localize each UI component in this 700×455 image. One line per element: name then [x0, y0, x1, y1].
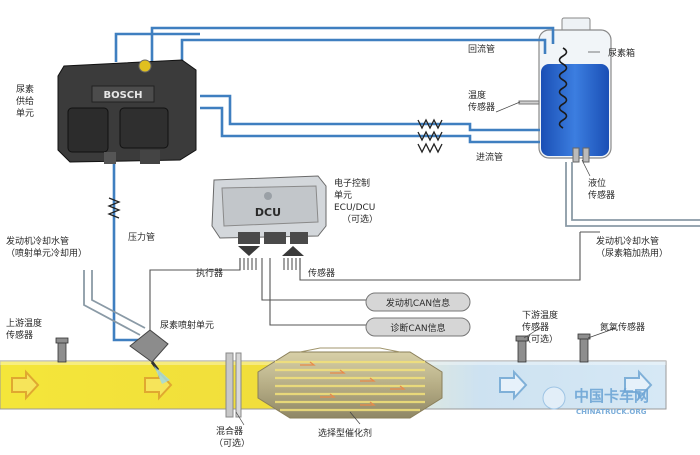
- mixer-label-1: 混合器: [216, 425, 243, 437]
- catalyst-label: 选择型催化剂: [318, 427, 372, 439]
- upstream-temp-label-2: 传感器: [6, 329, 33, 341]
- downstream-temp-label-1: 下游温度: [522, 309, 558, 321]
- temp-sensor-label-2: 传感器: [468, 101, 495, 113]
- supply-unit-label-3: 单元: [16, 107, 34, 119]
- inlet-pipe-label: 进流管: [476, 151, 503, 163]
- ecu-label-1: 电子控制: [334, 177, 370, 189]
- svg-text:发动机冷却水管（尿素箱加热用）: 发动机冷却水管（尿素箱加热用）: [596, 235, 668, 259]
- level-sensor-label-2: 传感器: [588, 189, 615, 201]
- watermark-cn: 中国卡车网: [574, 387, 649, 405]
- urea-supply-unit: BOSCH: [57, 59, 197, 164]
- urea-tank-label: 尿素箱: [608, 47, 635, 59]
- supply-unit-label-1: 尿素: [16, 83, 34, 95]
- urea-injection-unit: [129, 329, 170, 384]
- downstream-temp-label-2: 传感器: [522, 321, 549, 333]
- svg-text:上游温度传感器: 上游温度传感器: [6, 317, 42, 341]
- watermark: 中国卡车网 CHINATRUCK.ORG: [542, 386, 649, 416]
- actuator-label: 执行器: [196, 267, 223, 279]
- can-diag-bubble: 诊断CAN信息: [365, 317, 471, 337]
- return-pipe-label: 回流管: [468, 43, 495, 55]
- svg-text:液位传感器: 液位传感器: [588, 177, 615, 201]
- temp-sensor-label-1: 温度: [468, 89, 486, 101]
- exhaust-sensors: [55, 333, 591, 363]
- svg-text:发动机冷却水管（喷射单元冷却用）: 发动机冷却水管（喷射单元冷却用）: [6, 235, 87, 259]
- ecu-label-3: ECU/DCU: [334, 203, 375, 213]
- mixer-label-2: （可选）: [214, 437, 250, 449]
- line-couplings: [107, 118, 443, 219]
- svg-text:尿素供给单元: 尿素供给单元: [16, 83, 34, 119]
- ecu-dcu: DCU: [211, 175, 327, 244]
- svg-text:温度传感器: 温度传感器: [468, 89, 495, 113]
- svg-text:混合器（可选）: 混合器（可选）: [214, 425, 250, 449]
- mixer: [225, 352, 242, 418]
- leader-lines: [235, 51, 617, 426]
- io-arrows: [238, 246, 304, 270]
- dcu-label-text: DCU: [255, 206, 281, 219]
- upstream-temp-label-1: 上游温度: [6, 317, 42, 329]
- watermark-en: CHINATRUCK.ORG: [576, 408, 647, 416]
- nox-sensor-label: 氮氧传感器: [600, 321, 645, 333]
- coolant-lines: [83, 162, 700, 336]
- coolant-right-label-2: （尿素箱加热用）: [596, 247, 668, 259]
- coolant-right-label-1: 发动机冷却水管: [596, 235, 659, 247]
- scr-catalyst: [257, 347, 443, 419]
- ecu-label-2: 单元: [334, 189, 352, 201]
- can-engine-label: 发动机CAN信息: [386, 297, 450, 309]
- can-diag-label: 诊断CAN信息: [390, 322, 445, 334]
- flow-arrows: [11, 369, 653, 401]
- downstream-temp-label-3: （可选）: [522, 333, 558, 345]
- bosch-logo-text: BOSCH: [103, 90, 142, 101]
- coolant-left-label-2: （喷射单元冷却用）: [6, 247, 87, 259]
- svg-text:下游温度传感器（可选）: 下游温度传感器（可选）: [522, 309, 558, 345]
- urea-lines: [112, 26, 555, 342]
- sensor-label: 传感器: [308, 267, 335, 279]
- level-sensor-label-1: 液位: [588, 177, 606, 189]
- supply-unit-label-2: 供给: [16, 95, 34, 107]
- pressure-pipe-label: 压力管: [128, 231, 155, 243]
- ecu-label-4: （可选）: [342, 213, 378, 225]
- urea-tank: [518, 17, 612, 163]
- can-engine-bubble: 发动机CAN信息: [365, 292, 471, 312]
- injection-unit-label: 尿素喷射单元: [160, 319, 214, 331]
- coolant-left-label-1: 发动机冷却水管: [6, 235, 69, 247]
